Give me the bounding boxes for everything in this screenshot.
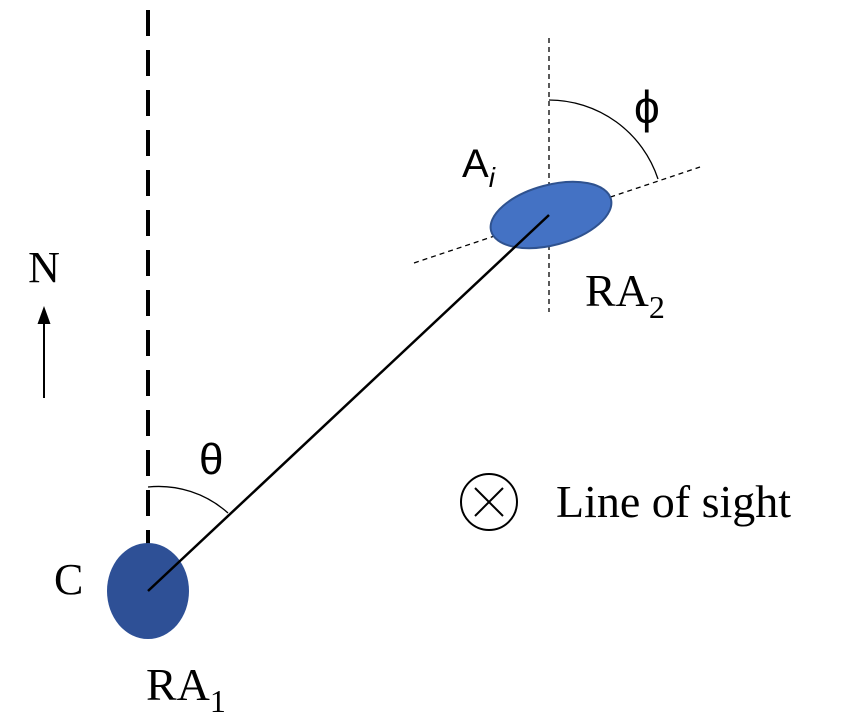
north-label: N	[28, 243, 60, 292]
component-ellipse	[489, 180, 613, 250]
core-label: C	[54, 555, 83, 604]
ra1-label-subscript: 1	[210, 683, 226, 719]
theta-arc	[147, 485, 229, 514]
core-to-component-line	[147, 214, 550, 592]
ra1-label: RA1	[146, 659, 226, 719]
ra2-label-subscript: 2	[649, 289, 665, 325]
phi-arc	[548, 99, 659, 180]
line-of-sight-icon	[460, 473, 518, 531]
phi-label: ϕ	[634, 81, 660, 133]
ra1-label-base: RA	[146, 659, 210, 710]
component-label-base: A	[462, 142, 489, 186]
ra2-label-base: RA	[585, 265, 649, 316]
component-label: Ai	[462, 142, 496, 193]
line-of-sight-label: Line of sight	[556, 476, 791, 527]
theta-label: θ	[199, 435, 223, 484]
ra2-label: RA2	[585, 265, 665, 325]
north-arrow-head	[37, 306, 51, 324]
component-label-subscript: i	[489, 162, 496, 193]
